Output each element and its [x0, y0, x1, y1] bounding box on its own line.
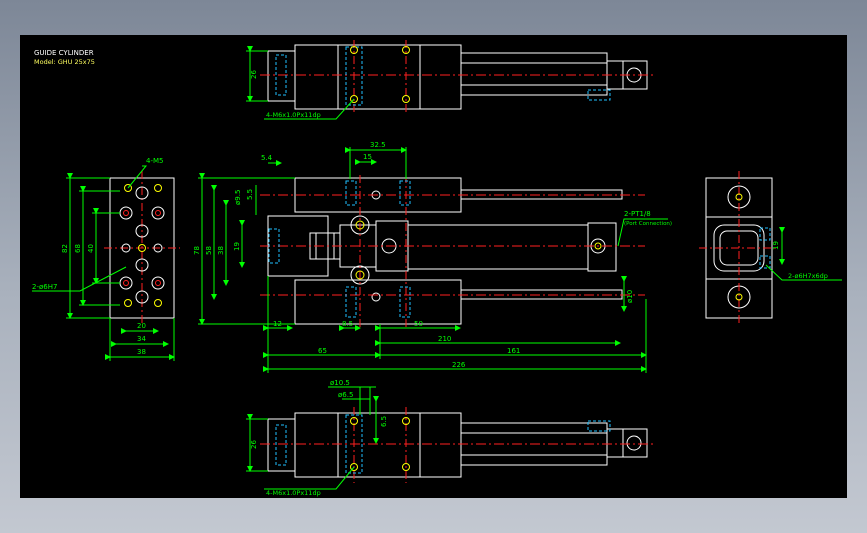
drawing-title: GUIDE CYLINDER [34, 49, 94, 57]
top-view-body [294, 44, 462, 110]
front-dim-226: 226 [452, 361, 466, 369]
front-callout-port: 2-PT1/8 [624, 210, 651, 218]
front-dim-5-4: 5.4 [261, 154, 273, 162]
front-dim-19: 19 [233, 242, 241, 251]
front-dim-50: 50 [414, 320, 423, 328]
end-view-dim-19: 19 [772, 241, 780, 250]
left-view-callout-pin: 2-ø6H7 [32, 283, 57, 291]
bottom-view-port [626, 435, 642, 451]
top-view-rod-upper [460, 52, 608, 64]
top-view-dim-26: 26 [250, 70, 258, 79]
front-dim-15: 15 [363, 153, 372, 161]
bottom-view-plate [267, 418, 296, 472]
front-guide-block-lower [294, 279, 462, 325]
front-dim-161: 161 [507, 347, 520, 355]
left-view-dim-38: 38 [137, 348, 146, 356]
front-dim-65: 65 [318, 347, 327, 355]
left-view: 4-M5 2-ø6H7 82 68 40 20 34 38 [32, 157, 180, 361]
bottom-view-body [294, 412, 462, 478]
left-view-dim-34: 34 [137, 335, 146, 343]
front-dim-dia-9-5: ø9.5 [234, 190, 242, 205]
front-dim-58: 58 [205, 246, 213, 255]
front-view: 5.4 32.5 15 ø9.5 5.5 78 58 38 19 12 8.5 … [193, 141, 672, 373]
bottom-view-callout-screw: 4-M6x1.0Px11dp [266, 489, 321, 497]
left-view-dim-82: 82 [61, 244, 69, 253]
bottom-view-rod-lower [460, 454, 608, 466]
front-dim-rod-dia: ø10 [626, 290, 634, 303]
left-view-dim-40: 40 [87, 244, 95, 253]
front-dim-8-5: 8.5 [342, 320, 353, 328]
top-view-callout-screw: 4-M6x1.0Px11dp [266, 111, 321, 119]
front-dim-210: 210 [438, 335, 451, 343]
bottom-view-dim-dia-6-5: ø6.5 [338, 391, 353, 399]
front-dim-12: 12 [273, 320, 282, 328]
left-view-dim-68: 68 [74, 244, 82, 253]
top-view: 26 4-M6x1.0Px11dp [246, 40, 655, 120]
left-view-dim-20: 20 [137, 322, 146, 330]
bottom-view-dim-6-5: 6.5 [380, 416, 388, 427]
bottom-view: 26 ø10.5 ø6.5 6.5 4-M6x1.0Px11dp [246, 379, 655, 497]
bottom-view-dim-dia-10-5: ø10.5 [330, 379, 350, 387]
front-cylinder-tube [407, 224, 589, 270]
title-block: GUIDE CYLINDER Model: GHU 25x75 [34, 49, 95, 66]
front-dim-38: 38 [217, 246, 225, 255]
cad-drawing-sheet: GUIDE CYLINDER Model: GHU 25x75 [20, 35, 847, 498]
front-dim-78: 78 [193, 246, 201, 255]
drawing-model: Model: GHU 25x75 [34, 58, 95, 66]
drawing-canvas: GUIDE CYLINDER Model: GHU 25x75 [32, 40, 842, 497]
end-view-callout-pin: 2-ø6H7x6dp [788, 272, 828, 280]
bottom-view-rod-upper [460, 422, 608, 434]
top-view-rod-lower [460, 84, 608, 96]
end-view: 19 2-ø6H7x6dp [699, 171, 842, 325]
top-view-plate [267, 50, 296, 102]
bottom-view-dim-26: 26 [250, 440, 258, 449]
front-callout-port-note: (Port Connection) [624, 221, 672, 227]
front-cylinder-cap [587, 222, 617, 272]
bottom-view-end-fitting [606, 428, 648, 458]
left-view-callout-m5: 4-M5 [146, 157, 163, 165]
front-dim-32-5: 32.5 [370, 141, 386, 149]
front-dim-5-5: 5.5 [246, 189, 254, 200]
